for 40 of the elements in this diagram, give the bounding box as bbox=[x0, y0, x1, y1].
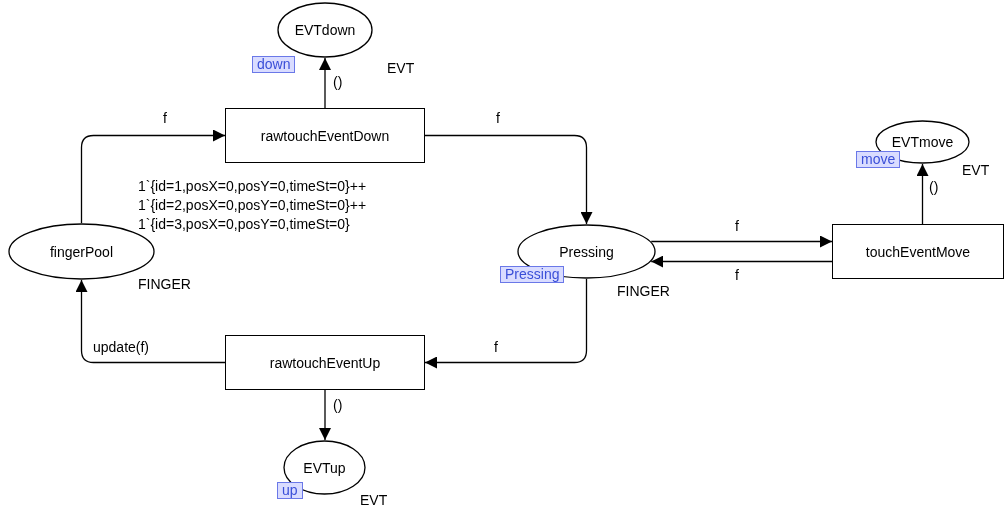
initial-marking-text: 1`{id=1,posX=0,posY=0,timeSt=0}++ 1`{id=2,posX=0,posY=0,timeSt=0}++ 1`{id=3,posX=0,posY=0,timeSt=0} bbox=[138, 177, 368, 234]
marking-tag: Pressing bbox=[500, 266, 565, 283]
transition-name: touchEventMove bbox=[864, 243, 972, 260]
arc-inscription: f bbox=[495, 111, 501, 126]
arc-arrow bbox=[916, 163, 929, 225]
color-set-label: FINGER bbox=[617, 283, 670, 300]
arc-arrow bbox=[319, 389, 331, 441]
transition-box bbox=[225, 108, 425, 163]
arc-inscription: () bbox=[332, 398, 344, 413]
transition-box bbox=[225, 335, 425, 390]
place-name: EVTdown bbox=[293, 22, 357, 38]
place-name: EVTmove bbox=[890, 134, 955, 150]
transition-name: rawtouchEventDown bbox=[259, 127, 391, 144]
arc-inscription: () bbox=[928, 180, 940, 195]
arc-arrow bbox=[319, 57, 331, 109]
arc-arrow bbox=[424, 278, 588, 369]
color-set-label: EVT bbox=[962, 162, 990, 179]
place-ellipse bbox=[277, 2, 373, 58]
arc-arrow bbox=[424, 134, 593, 225]
marking-tag: down bbox=[252, 56, 296, 73]
arc-arrow bbox=[650, 255, 833, 268]
arc-inscription: f bbox=[734, 219, 740, 234]
arc-inscription: update(f) bbox=[92, 340, 151, 355]
transition-name: rawtouchEventUp bbox=[268, 354, 382, 371]
arc-inscription: f bbox=[493, 340, 499, 355]
color-set-label: EVT bbox=[360, 492, 388, 508]
transition-box bbox=[832, 224, 1004, 279]
marking-tag: move bbox=[856, 151, 901, 168]
arc-arrow bbox=[650, 235, 833, 248]
place-name: EVTup bbox=[302, 459, 347, 476]
arc-inscription: f bbox=[162, 111, 168, 126]
marking-tag: up bbox=[277, 482, 303, 499]
color-set-label: FINGER bbox=[138, 276, 191, 293]
place-name: fingerPool bbox=[48, 243, 114, 260]
arc-arrow bbox=[75, 279, 226, 364]
place-name: Pressing bbox=[558, 243, 615, 260]
arc-inscription: f bbox=[734, 268, 740, 283]
arc-inscription: () bbox=[332, 75, 344, 90]
arc-arrow bbox=[80, 129, 226, 224]
color-set-label: EVT bbox=[387, 60, 415, 77]
